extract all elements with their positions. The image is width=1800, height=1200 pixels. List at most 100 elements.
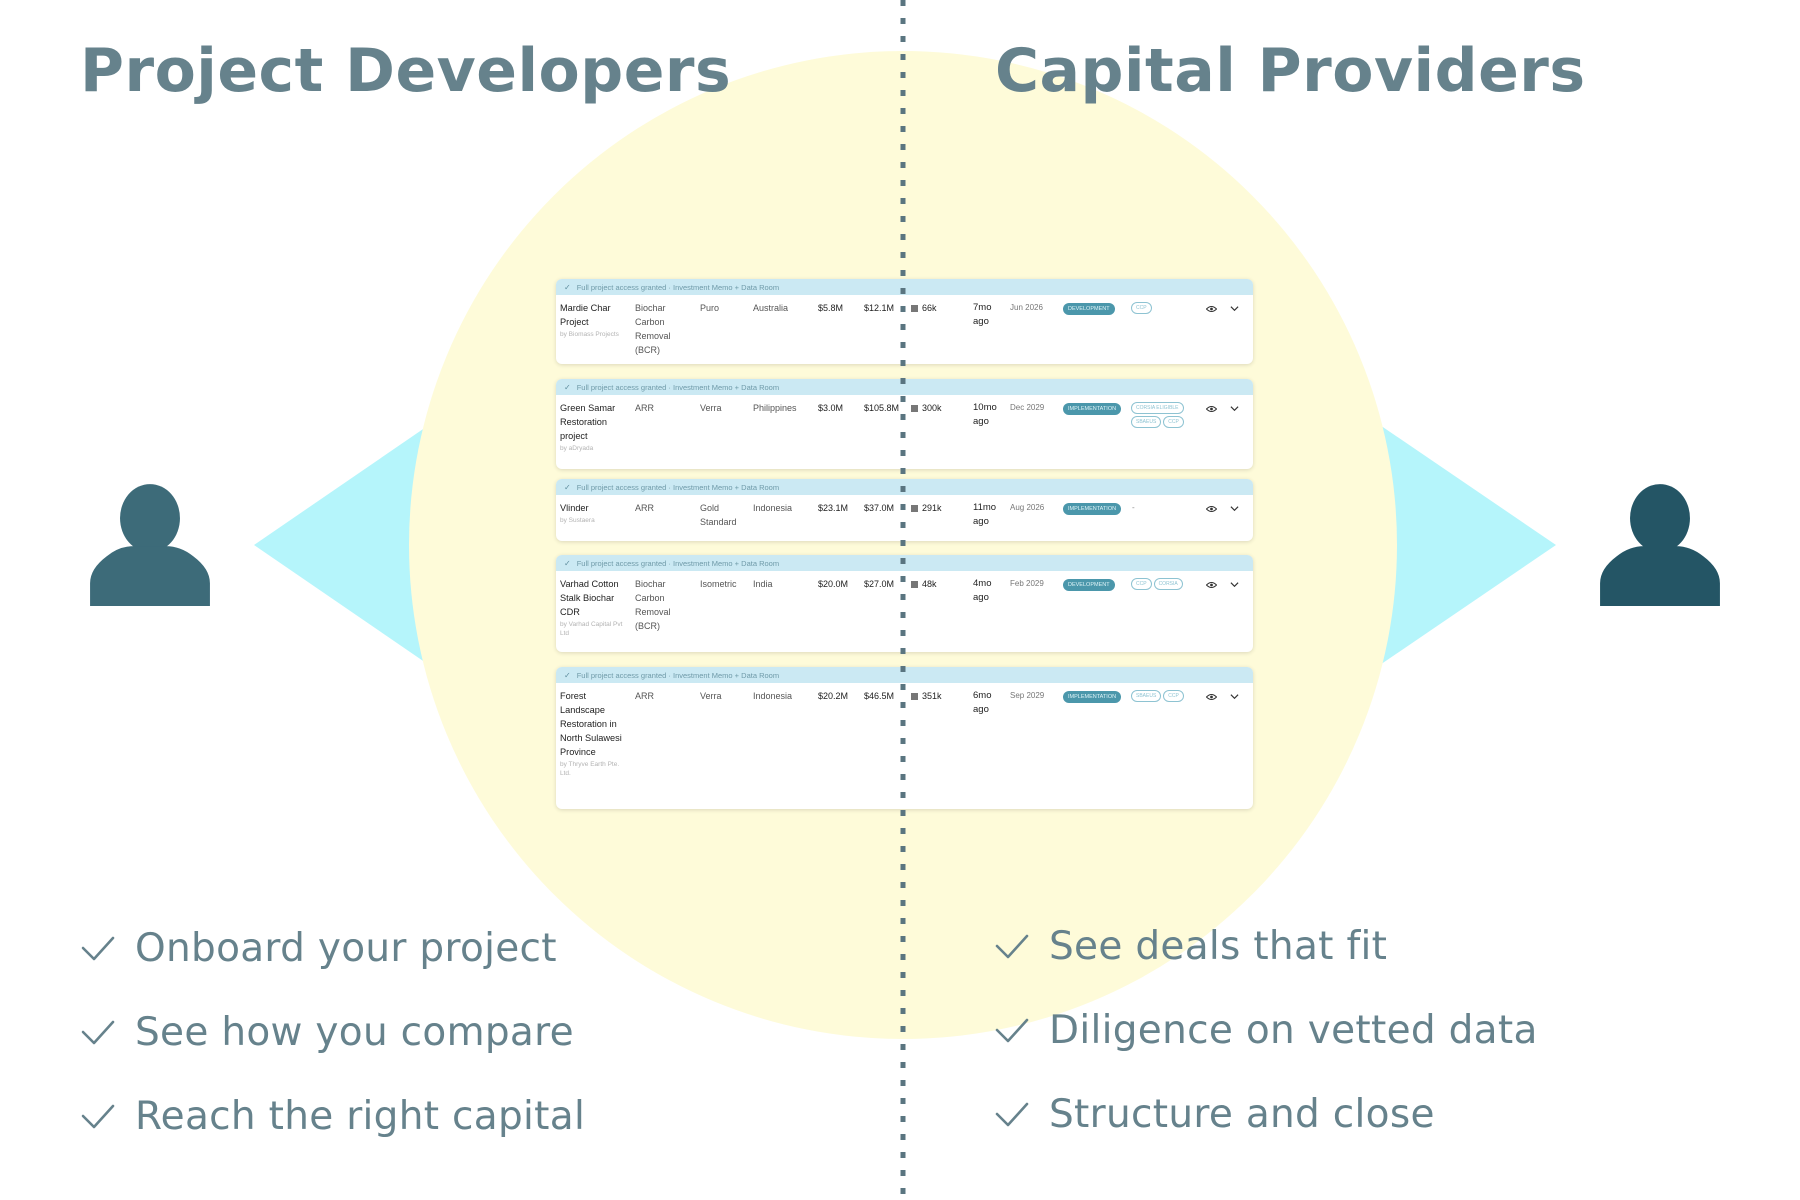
eye-icon[interactable] bbox=[1206, 305, 1217, 313]
project-value: $37.0M bbox=[864, 503, 895, 513]
eye-icon[interactable] bbox=[1206, 405, 1217, 413]
benefit-item: See how you compare bbox=[80, 990, 585, 1074]
benefit-text: Diligence on vetted data bbox=[1049, 1007, 1538, 1053]
country: India bbox=[753, 579, 773, 589]
capital-need: $3.0M bbox=[818, 403, 844, 413]
stage-badge: DEVELOPMENT bbox=[1063, 303, 1115, 315]
capital-need: $23.1M bbox=[818, 503, 849, 513]
deal-card[interactable]: ✓Full project access granted · Investmen… bbox=[556, 379, 1253, 469]
access-text: Full project access granted · Investment… bbox=[576, 282, 780, 292]
deal-card[interactable]: ✓Full project access granted · Investmen… bbox=[556, 479, 1253, 541]
capital-need: $5.8M bbox=[818, 303, 844, 313]
methodology: ARR bbox=[635, 691, 655, 701]
yellow-circle bbox=[409, 51, 1397, 1039]
check-icon bbox=[81, 1020, 115, 1045]
benefit-item: Diligence on vetted data bbox=[994, 988, 1538, 1072]
benefit-text: Reach the right capital bbox=[135, 1093, 586, 1139]
benefit-text: See how you compare bbox=[135, 1009, 574, 1055]
methodology: Biochar Carbon Removal (BCR) bbox=[635, 579, 671, 631]
check-icon: ✓ bbox=[564, 558, 571, 568]
country: Indonesia bbox=[753, 503, 793, 513]
registry: Verra bbox=[700, 403, 722, 413]
project-value: $12.1M bbox=[864, 303, 895, 313]
benefit-text: Structure and close bbox=[1049, 1091, 1435, 1137]
label-tag: CORSIA ELIGIBLE bbox=[1131, 402, 1184, 414]
project-name[interactable]: Varhad Cotton Stalk Biochar CDR by Varhad… bbox=[560, 577, 628, 638]
eye-icon[interactable] bbox=[1206, 581, 1217, 589]
check-icon bbox=[995, 1018, 1029, 1043]
deal-card[interactable]: ✓ Full project access granted · Investmen… bbox=[556, 279, 1253, 364]
eye-icon[interactable] bbox=[1206, 505, 1217, 513]
project-title: Varhad Cotton Stalk Biochar CDR bbox=[560, 579, 619, 617]
capital-need: $20.0M bbox=[818, 579, 849, 589]
project-title: Forest Landscape Restoration in North Su… bbox=[560, 691, 622, 757]
check-icon bbox=[995, 1102, 1029, 1127]
chevron-down-icon[interactable] bbox=[1230, 305, 1239, 312]
label-tag: CCP bbox=[1163, 690, 1184, 702]
access-banner: ✓Full project access granted · Investmen… bbox=[556, 479, 1253, 495]
project-org: by Varhad Capital Pvt Ltd bbox=[560, 621, 623, 637]
chevron-down-icon[interactable] bbox=[1230, 405, 1239, 412]
registry: Gold Standard bbox=[700, 503, 737, 527]
access-banner: ✓Full project access granted · Investmen… bbox=[556, 555, 1253, 571]
target-date: Jun 2026 bbox=[1010, 303, 1043, 312]
access-text: Full project access granted · Investment… bbox=[576, 482, 780, 492]
check-icon: ✓ bbox=[564, 282, 571, 292]
label-tag: SBAEUS bbox=[1131, 416, 1162, 428]
credit-volume: 291k bbox=[911, 501, 942, 515]
project-title: Mardie Char Project bbox=[560, 303, 611, 327]
benefit-item: See deals that fit bbox=[994, 904, 1538, 988]
label-tag: SBAEUS bbox=[1131, 690, 1162, 702]
country: Indonesia bbox=[753, 691, 793, 701]
project-title: Green Samar Restoration project bbox=[560, 403, 616, 441]
access-text: Full project access granted · Investment… bbox=[576, 670, 780, 680]
stage-badge: IMPLEMENTATION bbox=[1063, 503, 1122, 515]
deal-card[interactable]: ✓Full project access granted · Investmen… bbox=[556, 555, 1253, 652]
benefit-item: Reach the right capital bbox=[80, 1074, 585, 1158]
project-value: $27.0M bbox=[864, 579, 895, 589]
eye-icon[interactable] bbox=[1206, 693, 1217, 701]
methodology: Biochar Carbon Removal (BCR) bbox=[635, 303, 671, 355]
chevron-down-icon[interactable] bbox=[1230, 693, 1239, 700]
benefit-item: Onboard your project bbox=[80, 906, 585, 990]
check-icon bbox=[81, 936, 115, 961]
methodology: ARR bbox=[635, 403, 655, 413]
label-tag: CCP bbox=[1163, 416, 1184, 428]
access-banner: ✓ Full project access granted · Investmen… bbox=[556, 279, 1253, 295]
benefit-text: Onboard your project bbox=[135, 925, 557, 971]
check-icon bbox=[81, 1104, 115, 1129]
project-value: $46.5M bbox=[864, 691, 895, 701]
project-value: $105.8M bbox=[864, 403, 900, 413]
country: Philippines bbox=[753, 403, 797, 413]
target-date: Feb 2029 bbox=[1010, 579, 1044, 588]
chevron-down-icon[interactable] bbox=[1230, 581, 1239, 588]
capital-need: $20.2M bbox=[818, 691, 849, 701]
registry: Isometric bbox=[700, 579, 737, 589]
deal-card[interactable]: ✓Full project access granted · Investmen… bbox=[556, 667, 1253, 809]
registry: Verra bbox=[700, 691, 722, 701]
target-date: Dec 2029 bbox=[1010, 403, 1045, 412]
methodology: ARR bbox=[635, 503, 655, 513]
registry: Puro bbox=[700, 303, 720, 313]
credit-volume: 351k bbox=[911, 689, 942, 703]
stage-badge: IMPLEMENTATION bbox=[1063, 691, 1122, 703]
no-labels: - bbox=[1132, 503, 1135, 512]
label-tag: CCP bbox=[1131, 578, 1152, 590]
last-updated: 11mo ago bbox=[973, 502, 997, 527]
benefit-item: Structure and close bbox=[994, 1072, 1538, 1156]
project-name[interactable]: Forest Landscape Restoration in North Su… bbox=[560, 689, 628, 778]
chevron-down-icon[interactable] bbox=[1230, 505, 1239, 512]
project-org: by Thryve Earth Pte. Ltd. bbox=[560, 761, 620, 777]
label-tag: CORSIA bbox=[1153, 578, 1183, 590]
last-updated: 4mo ago bbox=[973, 578, 992, 603]
last-updated: 10mo ago bbox=[973, 402, 997, 427]
check-icon: ✓ bbox=[564, 382, 571, 392]
